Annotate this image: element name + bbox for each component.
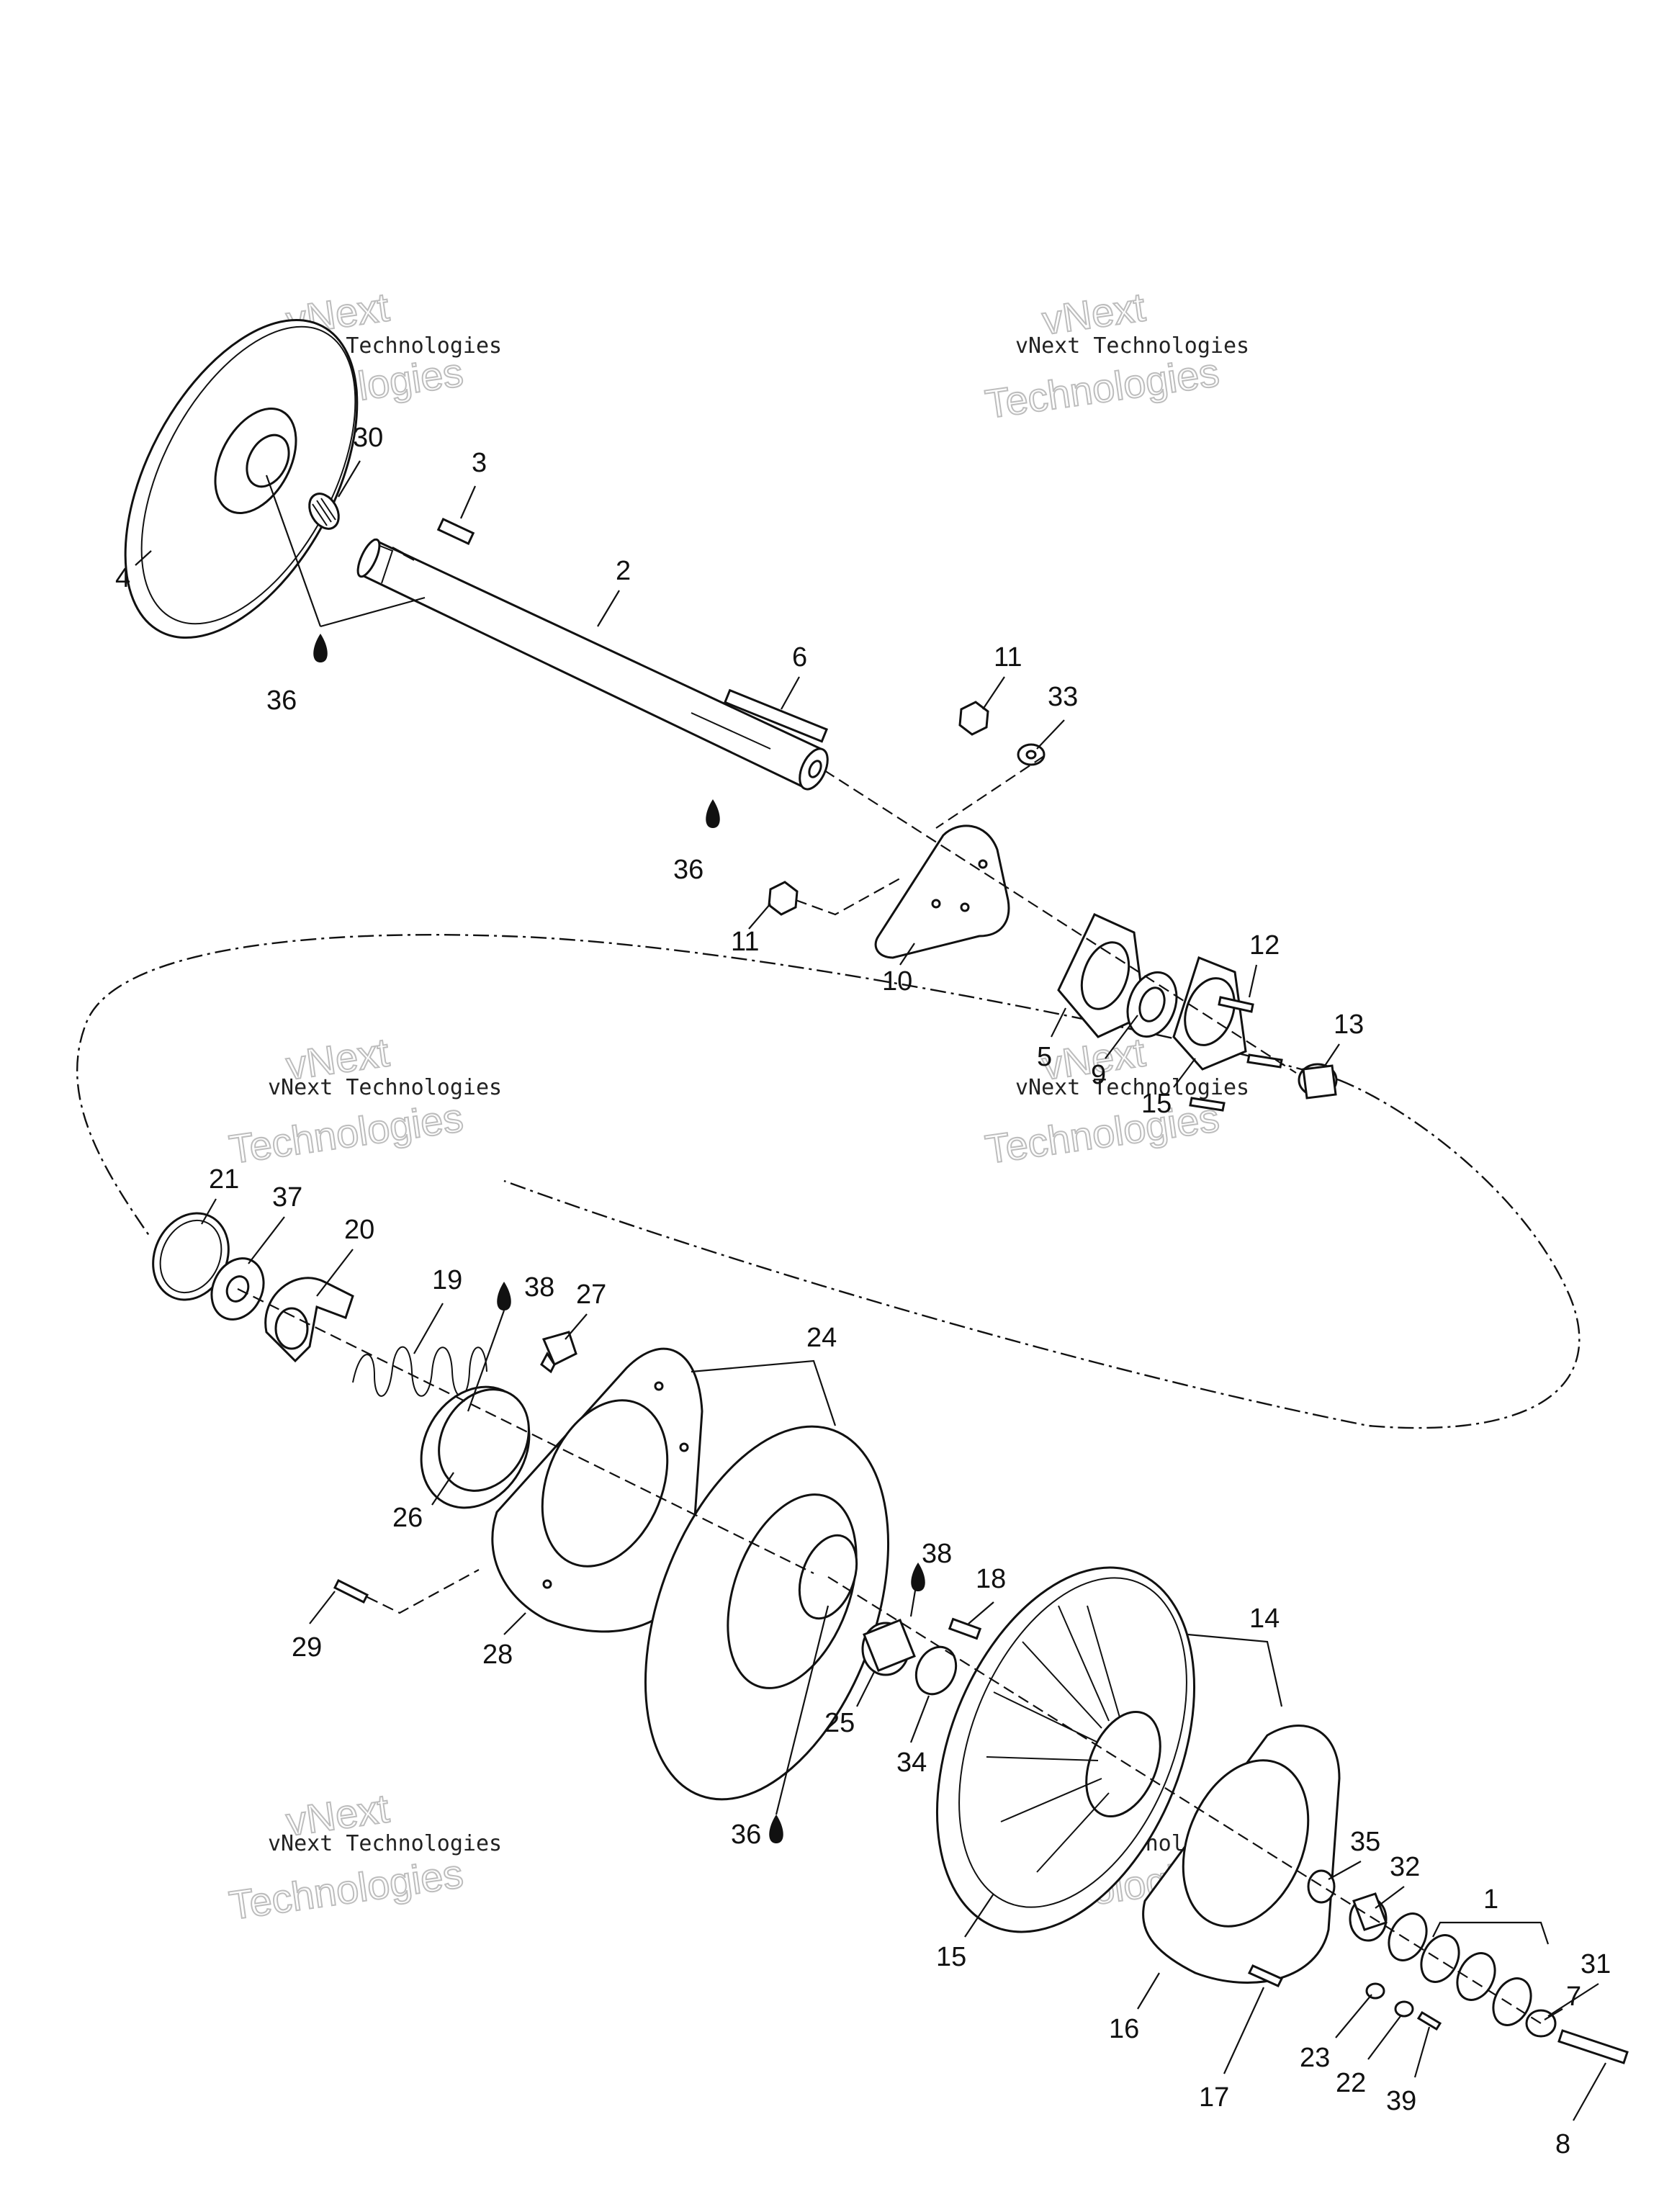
callout-14: 14 (1249, 1604, 1280, 1634)
callout-34: 34 (896, 1748, 927, 1778)
screw-39 (1416, 2010, 1442, 2031)
slider-button (540, 1331, 577, 1374)
fixed-sheave-fan (936, 1566, 1195, 1933)
callout-6: 6 (792, 642, 807, 673)
callout-15b: 15 (1141, 1089, 1172, 1119)
callout-12: 12 (1249, 930, 1280, 961)
compression-spring (352, 1346, 487, 1397)
axis-line-upper (824, 770, 1297, 1074)
callout-2: 2 (616, 556, 631, 586)
callout-11b: 11 (731, 927, 759, 957)
grease-icon-1 (313, 634, 328, 662)
bearing-flange-15 (1172, 956, 1247, 1071)
callout-28: 28 (482, 1640, 513, 1670)
callout-21: 21 (209, 1164, 239, 1195)
nut-22 (1394, 2000, 1414, 2018)
callout-13: 13 (1334, 1010, 1364, 1040)
svg-text:Technologies: Technologies (982, 1094, 1221, 1172)
bushing-13 (1298, 1063, 1338, 1100)
callout-36c: 36 (731, 1820, 761, 1850)
callout-38b: 38 (922, 1539, 952, 1569)
grease-icon-2 (706, 799, 720, 828)
callout-10: 10 (882, 966, 912, 997)
key-18 (948, 1617, 982, 1640)
leader-lines (135, 460, 1606, 2121)
callout-7: 7 (1566, 1982, 1581, 2012)
callout-33: 33 (1048, 682, 1078, 712)
bushing-32 (1349, 1892, 1388, 1942)
cover-plate-28 (491, 1347, 703, 1633)
screw-29 (333, 1578, 369, 1604)
callout-22: 22 (1336, 2068, 1366, 2098)
grease-icon-3 (497, 1282, 511, 1310)
shaft-key-small (436, 518, 475, 545)
callout-38a: 38 (524, 1272, 554, 1303)
svg-text:vNext Technologies: vNext Technologies (268, 1075, 502, 1100)
svg-text:Technologies: Technologies (226, 1851, 465, 1928)
drive-shaft (356, 538, 829, 791)
screw-29-leader (367, 1569, 480, 1614)
callout-labels: 4 30 3 2 36 6 11 33 36 11 10 12 13 5 9 1… (115, 423, 1611, 2159)
cover-plate-16 (1142, 1725, 1341, 1984)
bolt-8 (1557, 2029, 1629, 2064)
callout-39: 39 (1386, 2086, 1416, 2116)
bushing-25 (861, 1619, 916, 1676)
callout-16: 16 (1109, 2014, 1139, 2044)
callout-25: 25 (824, 1708, 855, 1738)
callout-20: 20 (344, 1215, 374, 1245)
bearing-flange-5 (1057, 913, 1146, 1038)
bearing-plate (874, 824, 1010, 959)
svg-text:vNext Technologies: vNext Technologies (268, 1831, 502, 1856)
callout-8: 8 (1555, 2129, 1570, 2159)
callout-15: 15 (936, 1942, 966, 1972)
washer-33 (1017, 743, 1046, 766)
callout-18: 18 (976, 1564, 1006, 1594)
svg-text:vNext Technologies: vNext Technologies (1015, 333, 1249, 359)
washer-35 (1307, 1869, 1336, 1904)
grease-icon-5 (769, 1815, 783, 1843)
svg-text:vNext Technologies: vNext Technologies (1015, 1075, 1249, 1100)
callout-29: 29 (292, 1632, 322, 1663)
callout-9: 9 (1091, 1060, 1106, 1090)
screw-17 (1247, 1964, 1284, 1987)
callout-11a: 11 (994, 642, 1022, 673)
callout-23: 23 (1300, 2043, 1330, 2073)
nut-leader-upper (935, 755, 1045, 829)
drive-pulley-fixed-half (124, 318, 359, 639)
callout-3: 3 (472, 448, 487, 478)
callout-5: 5 (1037, 1042, 1052, 1072)
svg-text:Technologies: Technologies (226, 1094, 465, 1172)
washer-34 (914, 1645, 958, 1696)
callout-1: 1 (1483, 1884, 1498, 1915)
hex-nut-lower (768, 881, 799, 916)
callout-24: 24 (806, 1323, 837, 1353)
callout-36a: 36 (266, 685, 297, 716)
callout-31: 31 (1581, 1949, 1611, 1979)
hex-nut-upper (958, 701, 989, 736)
callout-35: 35 (1350, 1827, 1380, 1857)
spline-nut (308, 493, 340, 530)
bushing-ring-26 (420, 1385, 531, 1509)
callout-17: 17 (1199, 2082, 1229, 2113)
shaft-key-long (723, 688, 829, 743)
callout-19: 19 (432, 1265, 462, 1295)
callout-36b: 36 (673, 855, 703, 885)
axis-line-lower (237, 1288, 1542, 2024)
watermark-top-right: vNext vNext Technologies Technologies (981, 283, 1249, 428)
callout-4: 4 (115, 563, 130, 593)
nut-leader-lower (795, 878, 901, 916)
svg-text:Technologies: Technologies (982, 349, 1221, 427)
callout-30: 30 (353, 423, 383, 453)
washer-23 (1365, 1982, 1385, 2000)
watermark-mid-left: vNext vNext Technologies Technologies (225, 1028, 502, 1173)
callout-27: 27 (576, 1280, 606, 1310)
callout-32: 32 (1390, 1852, 1420, 1882)
shim-washer-set (1388, 1912, 1532, 2026)
callout-37: 37 (272, 1182, 302, 1213)
callout-26: 26 (392, 1503, 423, 1533)
torque-cam (264, 1277, 354, 1363)
flange-screws (1189, 996, 1283, 1112)
watermark-bottom-left: vNext vNext Technologies Technologies (225, 1784, 502, 1929)
